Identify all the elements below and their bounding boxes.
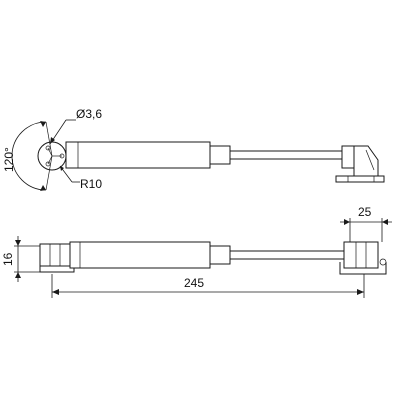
side-piston-rod bbox=[229, 250, 345, 260]
bracket-label: 25 bbox=[358, 205, 372, 219]
right-end-bracket bbox=[339, 241, 387, 275]
right-bracket bbox=[335, 145, 385, 183]
hole-diameter-dimension: Ø3,6 bbox=[49, 107, 102, 145]
radius-label: R10 bbox=[80, 177, 102, 191]
side-cylinder-collar bbox=[209, 245, 231, 265]
radius-dimension: R10 bbox=[59, 165, 102, 191]
hole-marker bbox=[45, 145, 51, 151]
hole-diameter-label: Ø3,6 bbox=[76, 107, 102, 121]
top-view: 120° Ø3,6 R10 bbox=[2, 107, 385, 191]
angle-label: 120° bbox=[2, 147, 16, 172]
bracket-dimension: 25 bbox=[340, 205, 392, 242]
cylinder-body bbox=[65, 141, 211, 169]
hole-marker bbox=[45, 161, 51, 167]
height-label: 16 bbox=[1, 252, 15, 266]
angle-dimension: 120° bbox=[2, 121, 53, 191]
side-view: 16 245 25 bbox=[1, 205, 392, 298]
left-fitting bbox=[39, 243, 71, 267]
left-end-fitting bbox=[39, 243, 75, 273]
side-cylinder-body bbox=[69, 241, 211, 269]
right-fitting bbox=[343, 241, 379, 269]
piston-rod bbox=[229, 150, 343, 160]
length-label: 245 bbox=[184, 276, 204, 290]
cylinder-collar bbox=[209, 145, 231, 165]
rod-end bbox=[341, 145, 355, 169]
length-dimension: 245 bbox=[51, 274, 365, 298]
height-dimension: 16 bbox=[1, 236, 40, 282]
